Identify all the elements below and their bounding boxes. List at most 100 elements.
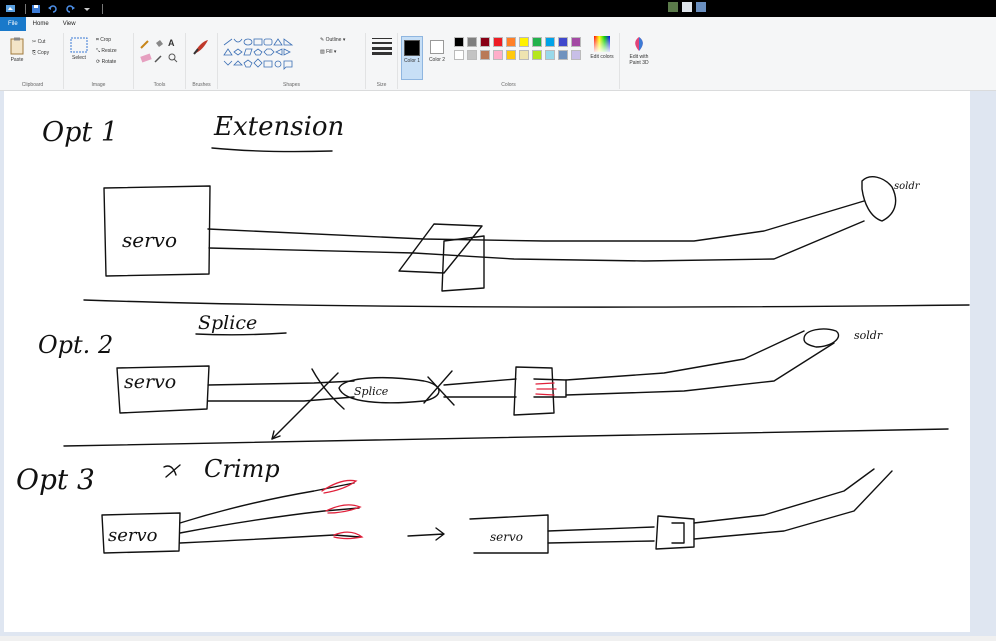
palette-swatch[interactable] xyxy=(480,50,490,60)
paint-app-icon[interactable] xyxy=(4,3,16,15)
opt1-connector-sleeve xyxy=(441,235,485,292)
opt3-red-tip-3 xyxy=(333,531,364,540)
palette-swatch[interactable] xyxy=(571,50,581,60)
palette-swatch[interactable] xyxy=(454,37,464,47)
fill-label: Fill xyxy=(326,49,333,55)
ribbon: Paste ✂ Cut ⎘ Copy Clipboard Select ⌗ Cr… xyxy=(0,31,996,91)
eraser-tool[interactable] xyxy=(140,53,152,65)
fill-tool[interactable] xyxy=(154,39,164,51)
copy-button[interactable]: ⎘ Copy xyxy=(32,50,50,56)
tab-file[interactable]: File xyxy=(0,17,26,31)
palette-swatch[interactable] xyxy=(558,37,568,47)
palette-swatch[interactable] xyxy=(558,50,568,60)
palette-swatch[interactable] xyxy=(467,50,477,60)
color1-swatch xyxy=(404,40,420,56)
tray-network-icon[interactable] xyxy=(682,2,692,12)
opt3-wire-3 xyxy=(179,534,361,544)
opt2-wire-out-bottom xyxy=(565,342,835,396)
paste-button[interactable]: Paste xyxy=(6,37,28,63)
opt1-solder-text: soldr xyxy=(894,181,921,192)
image-group-label: Image xyxy=(91,82,106,88)
tools-group-label: Tools xyxy=(153,82,166,88)
color2-label: Color 2 xyxy=(428,57,446,63)
size-button[interactable] xyxy=(372,37,392,57)
opt3-servo-text: servo xyxy=(108,525,158,546)
opt3-title: Crimp xyxy=(204,455,280,483)
customize-icon[interactable] xyxy=(81,3,93,15)
opt1-solder-blob xyxy=(861,176,897,222)
shapes-group-label: Shapes xyxy=(283,82,300,88)
tray-volume-icon[interactable] xyxy=(696,2,706,12)
text-tool[interactable]: A xyxy=(168,38,175,48)
cut-button[interactable]: ✂ Cut xyxy=(32,39,46,45)
palette-swatch[interactable] xyxy=(519,50,529,60)
redo-icon[interactable] xyxy=(64,3,76,15)
opt1-servo-box xyxy=(103,185,211,277)
color2-button[interactable]: Color 2 xyxy=(426,36,448,63)
palette-swatch[interactable] xyxy=(571,37,581,47)
titlebar-separator-2 xyxy=(102,3,103,14)
palette-swatch[interactable] xyxy=(532,37,542,47)
brushes-button[interactable] xyxy=(191,37,211,59)
opt2-red-pins xyxy=(535,382,557,396)
opt3-red-tip-2 xyxy=(325,504,362,514)
palette-swatch[interactable] xyxy=(480,37,490,47)
rotate-button[interactable]: ⟳ Rotate xyxy=(96,59,117,65)
edit-colors-button[interactable]: Edit colors xyxy=(590,36,614,60)
rainbow-palette-icon xyxy=(594,36,610,52)
tab-home[interactable]: Home xyxy=(32,21,49,27)
palette-swatch[interactable] xyxy=(454,50,464,60)
palette-swatch[interactable] xyxy=(493,37,503,47)
palette-swatch[interactable] xyxy=(506,50,516,60)
palette-swatch[interactable] xyxy=(506,37,516,47)
opt1-title: Extension xyxy=(213,112,344,142)
shapes-gallery[interactable] xyxy=(222,37,314,73)
line-size-icon xyxy=(372,38,392,55)
opt3-wire-out-top xyxy=(693,468,875,524)
color-picker-tool[interactable] xyxy=(154,53,164,65)
clipboard-group: Paste ✂ Cut ⎘ Copy Clipboard xyxy=(2,33,64,89)
opt1-title-underline xyxy=(211,147,333,153)
palette-swatch[interactable] xyxy=(493,50,503,60)
opt3-red-tip-1 xyxy=(321,479,358,494)
fill-bucket-icon xyxy=(156,40,163,47)
paste-icon xyxy=(10,37,24,55)
opt2-title: Splice xyxy=(198,312,257,334)
magnifier-tool[interactable] xyxy=(168,53,178,65)
colors-group-label: Colors xyxy=(501,82,516,88)
undo-icon[interactable] xyxy=(47,3,59,15)
pencil-icon xyxy=(140,40,149,49)
pencil-tool[interactable] xyxy=(140,39,150,51)
select-button[interactable]: Select xyxy=(68,37,90,61)
outline-dropdown[interactable]: ✎ Outline ▾ xyxy=(320,37,346,43)
drawing-canvas[interactable]: Opt 1 Extension servo soldr Opt. 2 Splic… xyxy=(4,91,970,632)
brush-icon xyxy=(193,40,208,55)
brushes-group: Brushes xyxy=(186,33,218,89)
save-icon[interactable] xyxy=(30,3,42,15)
edit-with-paint3d-button[interactable]: Edit with Paint 3D xyxy=(624,36,654,66)
ribbon-tabs: File Home View xyxy=(0,17,996,31)
palette-swatch[interactable] xyxy=(467,37,477,47)
opt2-connector-inner xyxy=(533,378,567,398)
color1-button[interactable]: Color 1 xyxy=(401,36,423,80)
tab-view[interactable]: View xyxy=(62,21,76,27)
outline-label: Outline xyxy=(325,37,342,43)
palette-swatch[interactable] xyxy=(545,37,555,47)
opt2-splice-ellipse xyxy=(338,377,440,404)
magnifier-icon xyxy=(168,53,178,63)
palette-swatch[interactable] xyxy=(545,50,555,60)
fill-dropdown[interactable]: ▨ Fill ▾ xyxy=(320,49,337,55)
opt2-label: Opt. 2 xyxy=(38,331,113,359)
crop-button[interactable]: ⌗ Crop xyxy=(96,37,112,43)
opt2-arrowhead xyxy=(271,430,281,440)
tray-app-icon[interactable] xyxy=(668,2,678,12)
palette-swatch[interactable] xyxy=(532,50,542,60)
opt3-arrow xyxy=(407,527,445,541)
cut-label: Cut xyxy=(37,39,46,45)
resize-button[interactable]: ⤡ Resize xyxy=(96,48,117,54)
paint3d-label: Edit with Paint 3D xyxy=(629,54,649,66)
titlebar-separator xyxy=(25,3,26,14)
opt2-wire-top xyxy=(207,380,355,386)
palette-swatch[interactable] xyxy=(519,37,529,47)
